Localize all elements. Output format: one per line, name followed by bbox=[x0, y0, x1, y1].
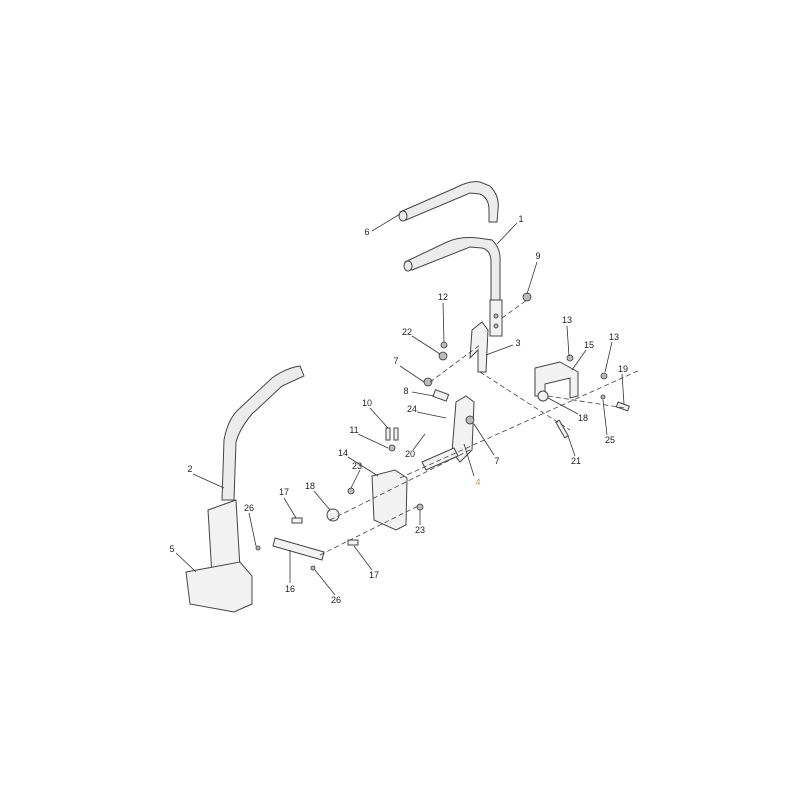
callout-16: 16 bbox=[284, 584, 296, 594]
washer-7-icon bbox=[423, 377, 433, 387]
bracket-3-icon bbox=[469, 321, 489, 373]
clip-9-icon bbox=[522, 292, 532, 302]
bushing-8-icon bbox=[432, 389, 450, 402]
bushing-18b-icon bbox=[537, 390, 549, 402]
callout-3: 3 bbox=[515, 338, 521, 348]
plate-14-icon bbox=[371, 469, 408, 531]
washer-25-icon bbox=[600, 394, 606, 400]
callout-17a: 17 bbox=[278, 487, 290, 497]
nut-13b-icon bbox=[600, 372, 608, 380]
callout-6: 6 bbox=[364, 227, 370, 237]
fitting-17a-icon bbox=[291, 517, 303, 524]
pin-26a-icon bbox=[255, 545, 261, 551]
callout-13b: 13 bbox=[608, 332, 620, 342]
handle-6-icon bbox=[398, 181, 499, 223]
nut-12-icon bbox=[440, 341, 448, 349]
nut-23b-icon bbox=[416, 503, 424, 511]
handle-1-icon bbox=[403, 237, 503, 337]
nut-23a-icon bbox=[347, 487, 355, 495]
callout-11: 11 bbox=[349, 425, 359, 435]
callout-5: 5 bbox=[169, 544, 175, 554]
callout-18a: 18 bbox=[304, 481, 316, 491]
callout-21: 21 bbox=[570, 456, 582, 466]
pin-26b-icon bbox=[310, 565, 316, 571]
callout-17b: 17 bbox=[368, 570, 380, 580]
callout-10: 10 bbox=[361, 398, 373, 408]
callout-26b: 26 bbox=[330, 595, 342, 605]
callout-23b: 23 bbox=[414, 525, 426, 535]
callout-23a: 23 bbox=[351, 461, 363, 471]
callout-12: 12 bbox=[437, 292, 449, 302]
callout-15: 15 bbox=[583, 340, 595, 350]
callout-4-highlighted[interactable]: 4 bbox=[475, 477, 481, 487]
callout-18b: 18 bbox=[577, 413, 589, 423]
fitting-17b-icon bbox=[347, 539, 359, 546]
pin-22-icon bbox=[438, 351, 448, 361]
handle-2-icon bbox=[207, 365, 305, 577]
bolt-10a-icon bbox=[385, 427, 391, 441]
nut-11-icon bbox=[388, 444, 396, 452]
damper-16-icon bbox=[272, 537, 325, 561]
callout-14: 14 bbox=[337, 448, 349, 458]
callout-19: 19 bbox=[617, 364, 629, 374]
callout-2: 2 bbox=[187, 464, 193, 474]
bushing-18a-icon bbox=[326, 508, 340, 522]
callout-24: 24 bbox=[406, 404, 418, 414]
callout-13a: 13 bbox=[561, 315, 573, 325]
callout-25: 25 bbox=[604, 435, 616, 445]
bolt-10b-icon bbox=[393, 427, 399, 441]
callout-7a: 7 bbox=[393, 356, 399, 366]
callout-20: 20 bbox=[404, 449, 416, 459]
callout-26a: 26 bbox=[243, 503, 255, 513]
callout-22: 22 bbox=[401, 327, 413, 337]
callout-8: 8 bbox=[403, 386, 409, 396]
nut-13a-icon bbox=[566, 354, 574, 362]
callout-9: 9 bbox=[535, 251, 541, 261]
callout-7b: 7 bbox=[494, 456, 500, 466]
callout-1: 1 bbox=[518, 214, 524, 224]
base-5-icon bbox=[185, 561, 253, 613]
pin-19-icon bbox=[615, 401, 630, 412]
lever-4-icon bbox=[421, 395, 475, 471]
bolt-21-icon bbox=[555, 419, 569, 439]
